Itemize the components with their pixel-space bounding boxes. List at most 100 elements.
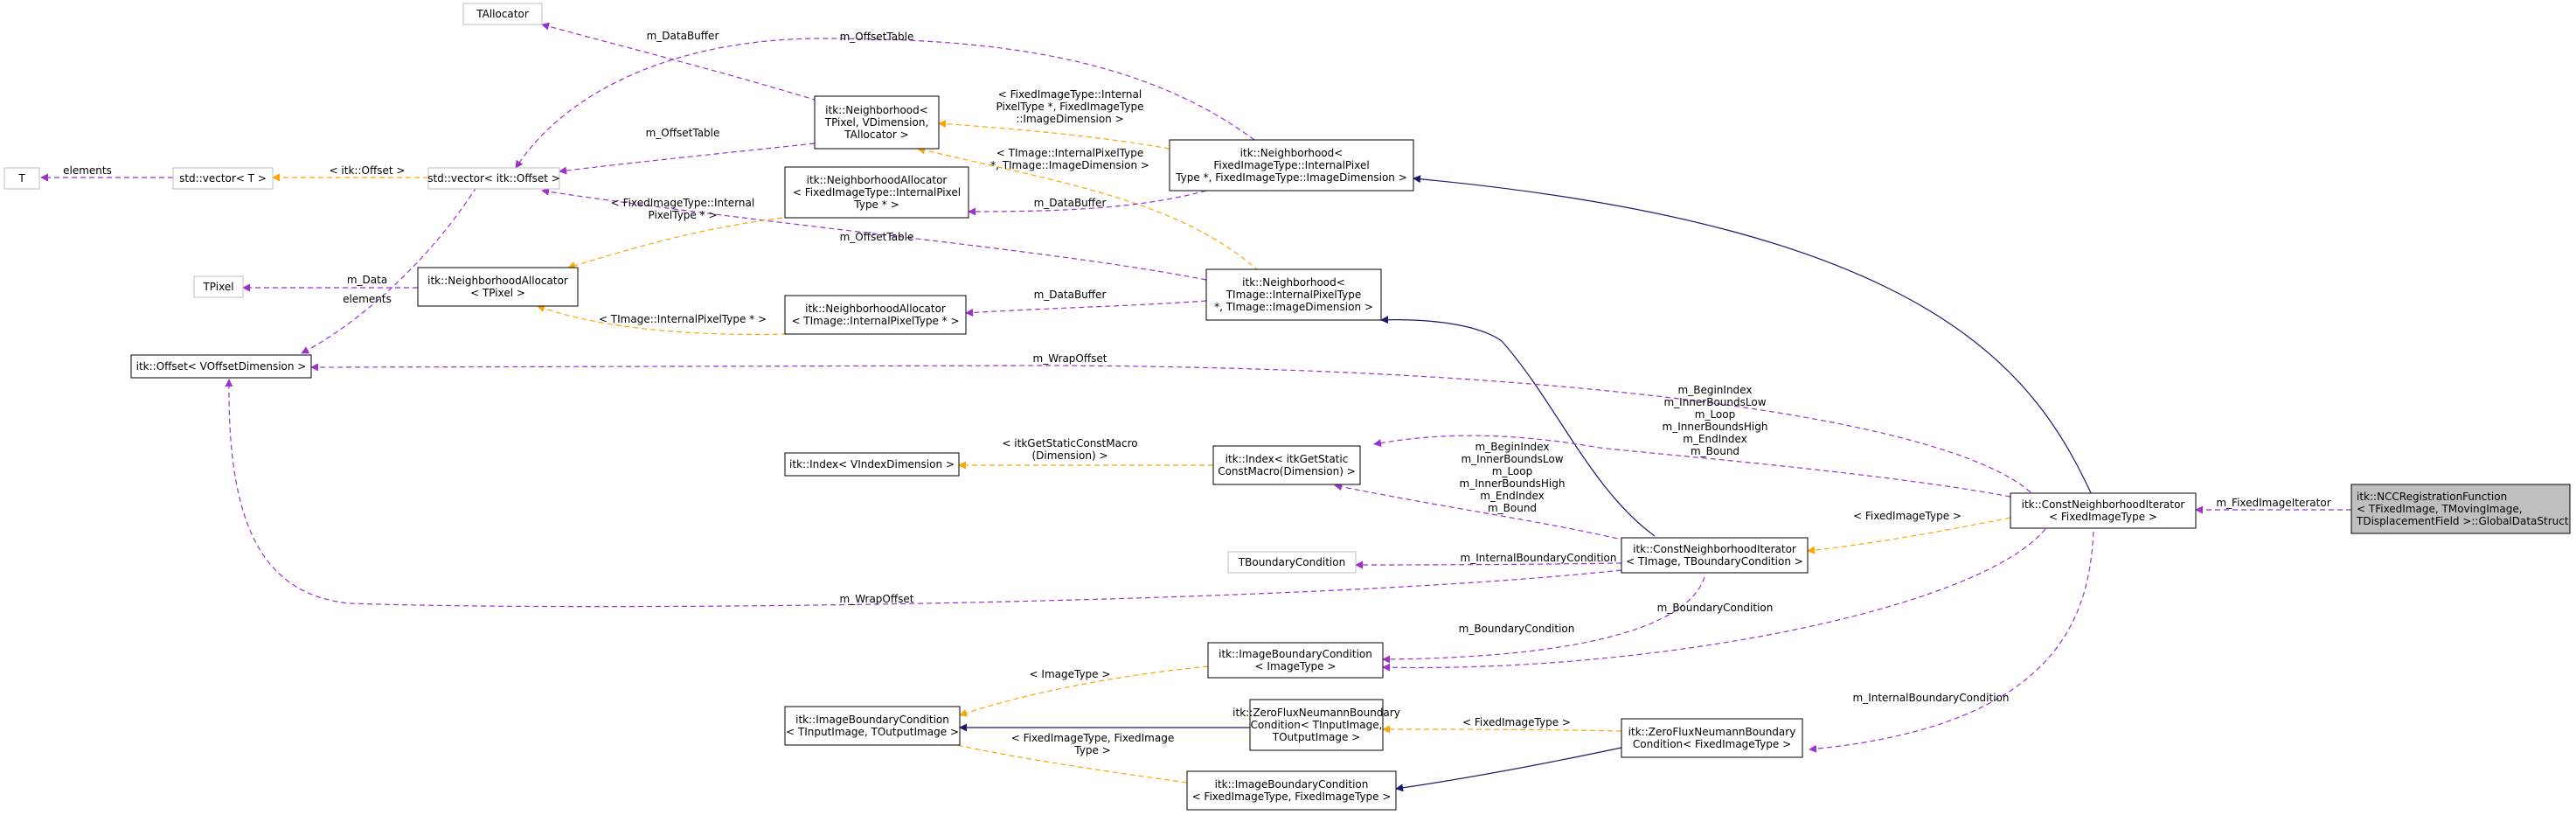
node-vector-offset[interactable]: std::vector< itk::Offset > — [427, 167, 560, 190]
node-box — [1227, 551, 1357, 574]
node-tpixel[interactable]: TPixel — [193, 275, 244, 298]
node-neighborhood-tpixel[interactable]: itk::Neighborhood<TPixel, VDimension,TAl… — [814, 95, 940, 150]
node-neighborhood-allocator-timage[interactable]: itk::NeighborhoodAllocator< TImage::Inte… — [784, 295, 967, 335]
edge-label-line: PixelType *, FixedImageType — [996, 101, 1143, 113]
node-label-line: itk::Index< VIndexDimension > — [789, 458, 955, 470]
edge-label-line: m_WrapOffset — [1033, 352, 1107, 365]
node-label-line: < FixedImageType, FixedImageType > — [1192, 791, 1392, 803]
edge-nba-fixed-template — [567, 216, 792, 269]
node-label-line: std::vector< T > — [179, 172, 267, 185]
node-box — [2010, 492, 2197, 529]
edge-ibc-fixed-template — [936, 738, 1188, 784]
edge-cni-fixed-inherit — [1413, 175, 2094, 499]
node-label-line: T — [17, 172, 25, 185]
edge-label: elements — [343, 293, 392, 305]
node-label-line: Condition< FixedImageType > — [1633, 738, 1791, 750]
node-ncc-global-data-struct[interactable]: itk::NCCRegistrationFunction< TFixedImag… — [2350, 484, 2571, 534]
edge-databuffer-tpixel — [541, 22, 818, 101]
edge-label: m_OffsetTable — [646, 127, 720, 139]
edge-label-line: m_DataBuffer — [647, 30, 719, 42]
node-image-boundary-condition-imagetype[interactable]: itk::ImageBoundaryCondition< ImageType > — [1207, 642, 1384, 679]
node-box — [784, 452, 960, 477]
node-neighborhood-timage[interactable]: itk::Neighborhood<TImage::InternalPixelT… — [1205, 268, 1382, 321]
node-box — [1205, 268, 1382, 321]
node-vector-t[interactable]: std::vector< T > — [172, 167, 274, 190]
edge-label: m_BoundaryCondition — [1459, 623, 1575, 635]
node-box — [784, 706, 961, 746]
edge-label-line: m_InternalBoundaryCondition — [1461, 552, 1617, 564]
node-label-line: *, TImage::ImageDimension > — [1214, 301, 1373, 313]
edge-label-line: < TImage::InternalPixelType — [996, 147, 1143, 159]
edge-label-line: Type > — [1073, 744, 1110, 756]
edge-label: < FixedImageType::InternalPixelType * > — [611, 197, 754, 221]
node-neighborhood-fixed[interactable]: itk::Neighborhood<FixedImageType::Intern… — [1169, 139, 1414, 192]
edge-label: m_DataBuffer — [647, 30, 719, 42]
node-tallocator[interactable]: TAllocator — [462, 3, 543, 25]
edge-label-line: elements — [63, 164, 112, 177]
node-index-static-dimension[interactable]: itk::Index< itkGetStaticConstMacro(Dimen… — [1212, 445, 1361, 485]
edge-label-line: < TImage::InternalPixelType * > — [599, 313, 767, 325]
edge-label: m_WrapOffset — [1033, 352, 1107, 365]
node-label-line: TBoundaryCondition — [1238, 556, 1345, 568]
node-box — [193, 275, 244, 298]
edge-label-line: m_Data — [347, 274, 387, 286]
edge-zfn-template — [1382, 725, 1622, 734]
node-neighborhood-allocator-fixed[interactable]: itk::NeighborhoodAllocator< FixedImageTy… — [784, 166, 969, 219]
edge-label: < TImage::InternalPixelType*, TImage::Im… — [990, 147, 1149, 171]
edge-internal-bc-fixed — [1809, 531, 2094, 753]
edge-label-line: m_InnerBoundsLow — [1461, 453, 1563, 465]
node-neighborhood-allocator-tpixel[interactable]: itk::NeighborhoodAllocator< TPixel > — [417, 267, 579, 307]
edge-label: m_BoundaryCondition — [1657, 602, 1774, 614]
edge-ibc-image-template — [959, 665, 1209, 717]
edge-label-line: (Dimension) > — [1031, 449, 1107, 462]
edge-offsettable-fixed — [515, 38, 1255, 169]
node-label-line: TDisplacementField >::GlobalDataStruct — [2356, 515, 2569, 527]
edge-label: < FixedImageType > — [1853, 510, 1962, 522]
node-label-line: itk::NeighborhoodAllocator — [807, 174, 948, 186]
edge-internal-bc-t — [1355, 561, 1622, 569]
edge-zfn-fixed-inherit — [1395, 747, 1622, 792]
edge-label-line: m_BeginIndex — [1678, 384, 1753, 396]
node-label-line: < TImage::InternalPixelType * > — [791, 315, 959, 327]
node-box — [1621, 718, 1803, 758]
edge-label-line: *, TImage::ImageDimension > — [990, 159, 1149, 171]
edge-label: < TImage::InternalPixelType * > — [599, 313, 767, 325]
edge-label-line: m_Bound — [1691, 445, 1739, 457]
node-index-vindex[interactable]: itk::Index< VIndexDimension > — [784, 452, 960, 477]
node-label-line: itk::ConstNeighborhoodIterator — [2022, 498, 2185, 511]
node-label-line: itk::ZeroFluxNeumannBoundary — [1232, 707, 1400, 719]
node-box — [1186, 770, 1397, 811]
edge-label-line: m_Bound — [1488, 502, 1537, 514]
node-const-nb-iterator-fixed[interactable]: itk::ConstNeighborhoodIterator< FixedIma… — [2010, 492, 2197, 529]
edge-label: m_DataBuffer — [1034, 289, 1107, 301]
edge-label: m_InternalBoundaryCondition — [1461, 552, 1617, 564]
edge-label-line: m_BeginIndex — [1475, 441, 1550, 453]
node-box — [2350, 484, 2571, 534]
edge-offsettable-tpixel — [559, 143, 816, 175]
edge-label-line: m_EndIndex — [1683, 433, 1747, 445]
node-t[interactable]: T — [3, 167, 40, 190]
edge-label: < itk::Offset > — [330, 164, 406, 177]
edge-label-line: m_OffsetTable — [840, 31, 914, 43]
edge-label: m_FixedImageIterator — [2216, 497, 2330, 509]
edge-label-line: m_InnerBoundsLow — [1663, 396, 1766, 408]
node-const-nb-iterator-timage[interactable]: itk::ConstNeighborhoodIterator< TImage, … — [1621, 537, 1809, 574]
node-box — [1207, 642, 1384, 679]
edge-label: < itkGetStaticConstMacro(Dimension) > — [1002, 437, 1137, 462]
node-label-line: < TImage, TBoundaryCondition > — [1626, 555, 1803, 568]
edge-begin-index-t — [1334, 483, 1627, 541]
node-offset-voffset[interactable]: itk::Offset< VOffsetDimension > — [130, 354, 312, 379]
edge-nb-fixed-template — [938, 120, 1170, 150]
edge-wrap-offset-fixed — [310, 363, 2038, 499]
node-label-line: itk::ImageBoundaryCondition — [1215, 778, 1369, 791]
edge-label: < FixedImageType, FixedImageType > — [1011, 732, 1174, 756]
edge-label: m_Data — [347, 274, 387, 286]
node-label-line: TAllocator > — [844, 129, 908, 141]
node-image-boundary-condition-fixed[interactable]: itk::ImageBoundaryCondition< FixedImageT… — [1186, 770, 1397, 811]
node-tboundary-condition[interactable]: TBoundaryCondition — [1227, 551, 1357, 574]
node-image-boundary-condition-tinput[interactable]: itk::ImageBoundaryCondition< TInputImage… — [784, 706, 961, 746]
node-box — [130, 354, 312, 379]
edge-databuffer-fixed — [968, 190, 1207, 216]
